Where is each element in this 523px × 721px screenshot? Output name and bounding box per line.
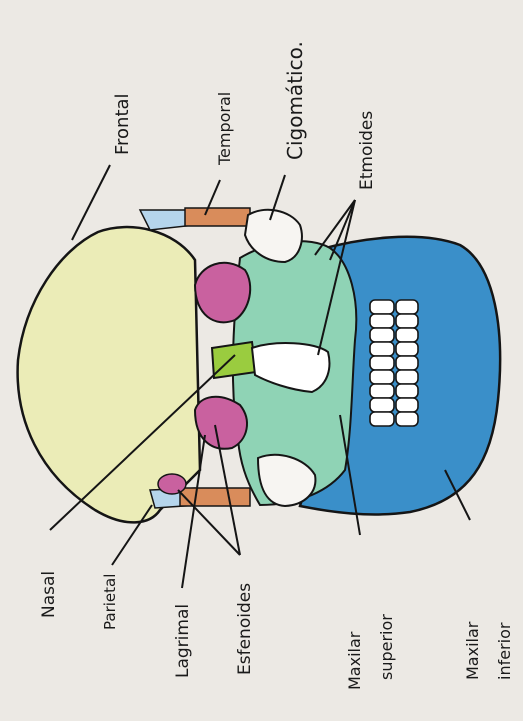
temporal-strip-top xyxy=(185,208,250,226)
svg-text:Etmoides: Etmoides xyxy=(357,111,377,190)
svg-text:Temporal: Temporal xyxy=(215,92,234,166)
upper-teeth xyxy=(370,300,394,426)
label-maxilar-superior: Maxilar xyxy=(345,631,364,690)
svg-text:Lagrimal: Lagrimal xyxy=(173,604,193,678)
label-maxilar-inferior-2: inferior xyxy=(495,622,514,680)
label-frontal: Frontal xyxy=(112,93,133,155)
label-nasal: Nasal xyxy=(39,571,59,618)
label-maxilar-superior-2: superior xyxy=(377,614,396,680)
label-etmoides: Etmoides xyxy=(357,111,377,190)
nasal-bone xyxy=(212,342,256,378)
svg-text:Esfenoides: Esfenoides xyxy=(235,583,255,675)
svg-text:inferior: inferior xyxy=(495,622,514,680)
svg-text:Maxilar: Maxilar xyxy=(463,621,482,680)
label-maxilar-inferior: Maxilar xyxy=(463,621,482,680)
label-lagrimal: Lagrimal xyxy=(173,604,193,678)
lacrimal-spot xyxy=(158,474,186,494)
svg-text:Parietal: Parietal xyxy=(101,574,119,630)
label-temporal: Temporal xyxy=(215,92,234,166)
orbit-upper xyxy=(195,263,250,323)
svg-text:Frontal: Frontal xyxy=(112,93,133,155)
label-parietal: Parietal xyxy=(101,574,119,630)
label-cigomatico: Cigomático. xyxy=(283,41,307,160)
svg-text:Nasal: Nasal xyxy=(39,571,59,618)
svg-text:Cigomático.: Cigomático. xyxy=(283,41,307,160)
svg-text:Maxilar: Maxilar xyxy=(345,631,364,690)
label-esfenoides: Esfenoides xyxy=(235,583,255,675)
lower-teeth xyxy=(396,300,418,426)
svg-text:superior: superior xyxy=(377,614,396,680)
